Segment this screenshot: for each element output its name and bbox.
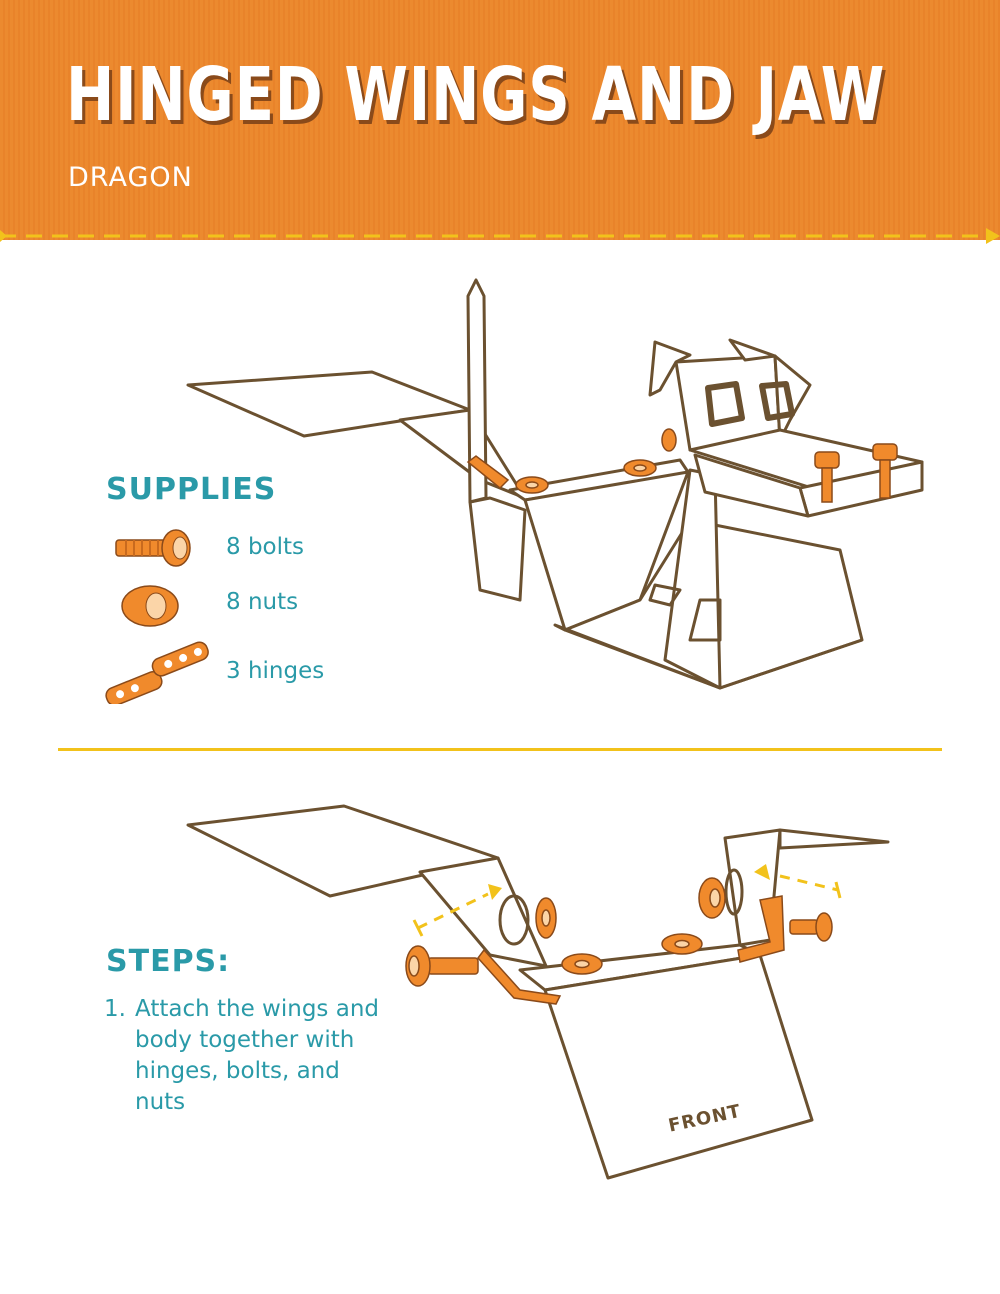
step-number: 1. <box>104 996 126 1022</box>
nut-icon <box>121 585 179 627</box>
header-dashed-rule <box>0 228 1000 244</box>
section-divider <box>58 748 942 751</box>
page-title: HINGED WINGS AND JAW <box>66 52 886 138</box>
supply-label-hinges: 3 hinges <box>226 658 325 684</box>
bolt-icon <box>115 529 191 567</box>
hinge-icon <box>105 641 209 704</box>
step-text: Attach the wings and body together with … <box>135 996 379 1115</box>
supply-label-nuts: 8 nuts <box>226 589 299 615</box>
dragon-assembled-illustration <box>186 278 924 690</box>
steps-heading: STEPS: <box>106 944 231 979</box>
header-banner: HINGED WINGS AND JAW DRAGON <box>0 0 1000 240</box>
supply-label-bolts: 8 bolts <box>226 534 305 560</box>
exploded-assembly-illustration: FRONT <box>186 804 890 1180</box>
supplies-heading: SUPPLIES <box>106 472 277 507</box>
page-subtitle: DRAGON <box>68 162 193 193</box>
